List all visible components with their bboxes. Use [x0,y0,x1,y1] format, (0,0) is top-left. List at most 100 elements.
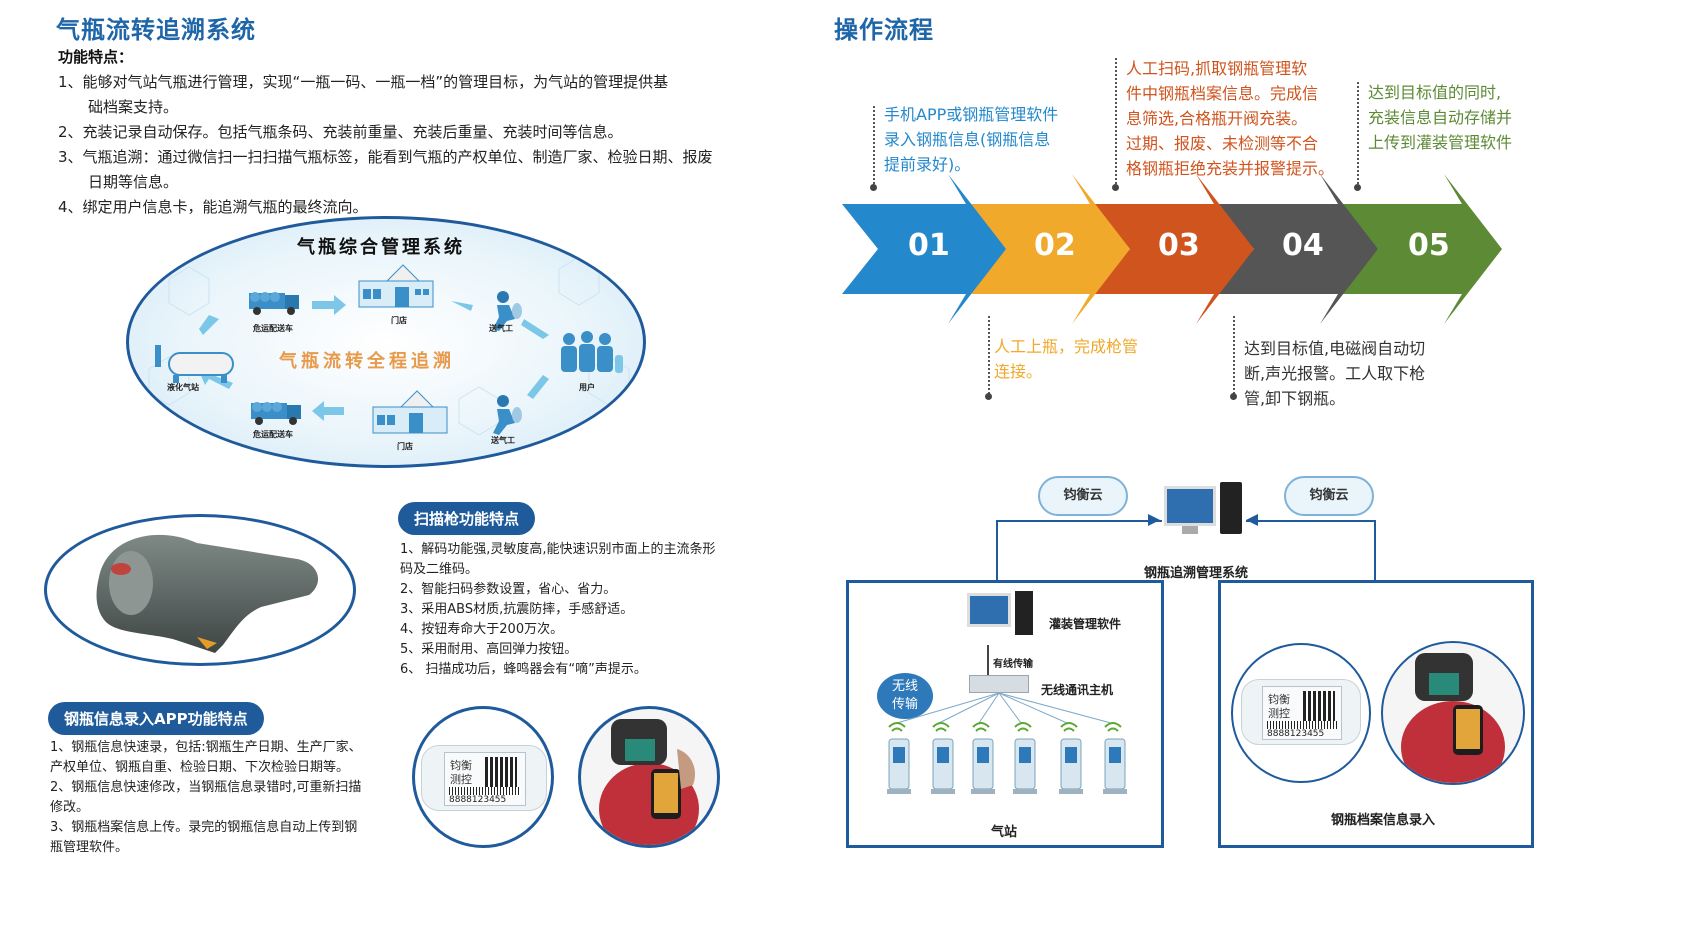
archive-panel: 钧衡 测控 8888123455 钢瓶档案信息录入 [1218,580,1534,848]
step-number-04: 04 [1282,228,1324,263]
label-store-bottom: 门店 [397,442,413,451]
barcode-icon [1267,721,1337,729]
feature-line: 1、能够对气站气瓶进行管理，实现“一瓶一码、一瓶一档”的管理目标，为气站的管理提… [58,73,669,91]
tag-line2: 测控 [450,773,472,786]
phone-scanning-cylinder-icon [1401,653,1505,783]
step-02-marker [985,393,992,400]
filling-machine-icon [1103,722,1127,794]
left-title: 气瓶流转追溯系统 [56,16,256,44]
features-heading: 功能特点： [58,48,134,66]
wireless-bubble: 无线 传输 [877,673,933,719]
label-users: 用户 [579,383,595,392]
connector-left [996,520,1162,580]
app-feature-line: 3、钢瓶档案信息上传。录完的钢瓶信息自动上传到钢 [50,820,358,835]
app-features: 1、钢瓶信息快速录，包括:钢瓶生产日期、生产厂家、 产权单位、钢瓶自重、检验日期… [50,738,390,858]
app-heading: 钢瓶信息录入APP功能特点 [48,702,264,735]
filling-machine-icon [971,722,995,794]
process-arrow-05 [1338,174,1502,324]
tag-line1: 钧衡 [450,759,472,772]
filling-machine-icon [887,722,911,794]
step-01-marker [870,184,877,191]
archive-tag-code: 8888123455 [1267,729,1325,739]
diagram-center-text: 气瓶流转全程追溯 [279,351,455,372]
step-numbers: 01 02 03 04 05 [842,174,1502,324]
label-truck-bottom: 危运配送车 [253,430,293,439]
feature-line: 2、充装记录自动保存。包括气瓶条码、充装前重量、充装后重量、充装时间等信息。 [58,123,623,141]
app-feature-line: 修改。 [50,800,90,815]
wired-label: 有线传输 [993,659,1033,670]
label-courier-bottom: 送气工 [491,436,515,445]
station-label: 气站 [991,825,1018,840]
process-arrow-01 [842,174,1006,324]
phone-scanning-cylinder-icon [599,719,699,845]
barcode-scanner-icon [96,534,319,653]
filling-machines [887,693,1127,794]
label-store-top: 门店 [391,316,407,325]
flow-diagram-graphic [148,256,630,436]
system-main-label: 钢瓶追溯管理系统 [1144,566,1249,581]
label-station: 液化气站 [167,383,199,392]
cloud-icon: 钧衡云 [1038,476,1128,516]
step-04-text: 达到目标值,电磁阀自动切 断,声光报警。工人取下枪 管,卸下钢瓶。 [1244,339,1426,408]
step-01-text: 手机APP或钢瓶管理软件 录入钢瓶信息(钢瓶信息 提前录好)。 [884,105,1059,174]
archive-label: 钢瓶档案信息录入 [1331,813,1436,828]
label-courier-top: 送气工 [489,324,513,333]
app-feature-line: 1、钢瓶信息快速录，包括:钢瓶生产日期、生产厂家、 [50,740,362,755]
step-03-marker [1112,184,1119,191]
filling-machine-icon [1059,722,1083,794]
router-icon [969,675,1029,693]
archive-tag-line2: 测控 [1268,707,1290,720]
step-03-text: 人工扫码,抓取钢瓶管理软 件中钢瓶档案信息。完成信 息筛选,合格瓶开阀充装。 过… [1126,59,1335,178]
scanner-feature-line: 5、采用耐用、高回弹力按钮。 [400,642,578,657]
app-feature-line: 瓶管理软件。 [50,840,129,855]
tag-code: 8888123455 [449,795,507,805]
diagram-title: 气瓶综合管理系统 [297,237,465,258]
step-05-marker [1354,184,1361,191]
app-feature-line: 2、钢瓶信息快速修改，当钢瓶信息录错时,可重新扫描 [50,780,362,795]
connector-right [1246,520,1376,580]
step-number-05: 05 [1408,228,1450,263]
step-02-text: 人工上瓶，完成枪管 连接。 [994,337,1139,381]
cloud-icon: 钧衡云 [1284,476,1374,516]
scanner-feature-line: 6、 扫描成功后，蜂鸣器会有“嘀”声提示。 [400,662,647,677]
features-block: 功能特点： 1、能够对气站气瓶进行管理，实现“一瓶一码、一瓶一档”的管理目标，为… [58,46,778,220]
scanner-feature-line: 码及二维码。 [400,562,479,577]
qr-code-icon [485,757,517,789]
scanner-feature-line: 3、采用ABS材质,抗震防摔，手感舒适。 [400,602,634,617]
step-05-text: 达到目标值的同时, 充装信息自动存储并 上传到灌装管理软件 [1368,83,1513,152]
rfid-tag: 钧衡 测控 8888123455 [421,745,547,811]
scanner-feature-line: 2、智能扫码参数设置，省心、省力。 [400,582,617,597]
filling-software-label: 灌装管理软件 [1049,617,1122,631]
filling-machine-icon [1013,722,1037,794]
feature-line: 础档案支持。 [88,98,179,116]
computer-icon [967,591,1033,641]
phone-scan-image [578,706,720,848]
wireless-host-label: 无线通讯主机 [1041,683,1114,697]
process-arrow-03 [1090,174,1254,324]
filling-machine-icon [931,722,955,794]
step-number-03: 03 [1158,228,1200,263]
app-feature-line: 产权单位、钢瓶自重、检验日期、下次检验日期等。 [50,760,350,775]
station-panel: 灌装管理软件 有线传输 无线通讯主机 无线 传输 气站 [846,580,1164,848]
right-title: 操作流程 [834,16,934,44]
step-04-marker [1230,393,1237,400]
feature-line: 日期等信息。 [88,173,179,191]
process-arrow-04 [1214,174,1378,324]
archive-phone-image [1381,641,1525,785]
step-number-01: 01 [908,228,950,263]
scanner-features: 1、解码功能强,灵敏度高,能快速识别市面上的主流条形 码及二维码。 2、智能扫码… [400,540,740,680]
archive-tag-line1: 钧衡 [1268,693,1290,706]
feature-line: 4、绑定用户信息卡，能追溯气瓶的最终流向。 [58,198,368,216]
tag-image: 钧衡 测控 8888123455 [412,706,554,848]
arrow-left-icon [1246,514,1258,526]
step-number-02: 02 [1034,228,1076,263]
barcode-icon [449,787,521,795]
process-arrow-02 [966,174,1130,324]
scanner-feature-line: 1、解码功能强,灵敏度高,能快速识别市面上的主流条形 [400,542,716,557]
archive-tag-image: 钧衡 测控 8888123455 [1231,643,1371,783]
scanner-heading: 扫描枪功能特点 [398,502,536,535]
feature-line: 3、气瓶追溯：通过微信扫一扫扫描气瓶标签，能看到气瓶的产权单位、制造厂家、检验日… [58,148,713,166]
scanner-image [44,514,356,666]
flow-diagram: 气瓶综合管理系统 气瓶流转全程追溯 危运配送车 门店 送气工 用户 液化气站 危… [126,216,646,468]
server-computer-icon [1164,480,1244,540]
